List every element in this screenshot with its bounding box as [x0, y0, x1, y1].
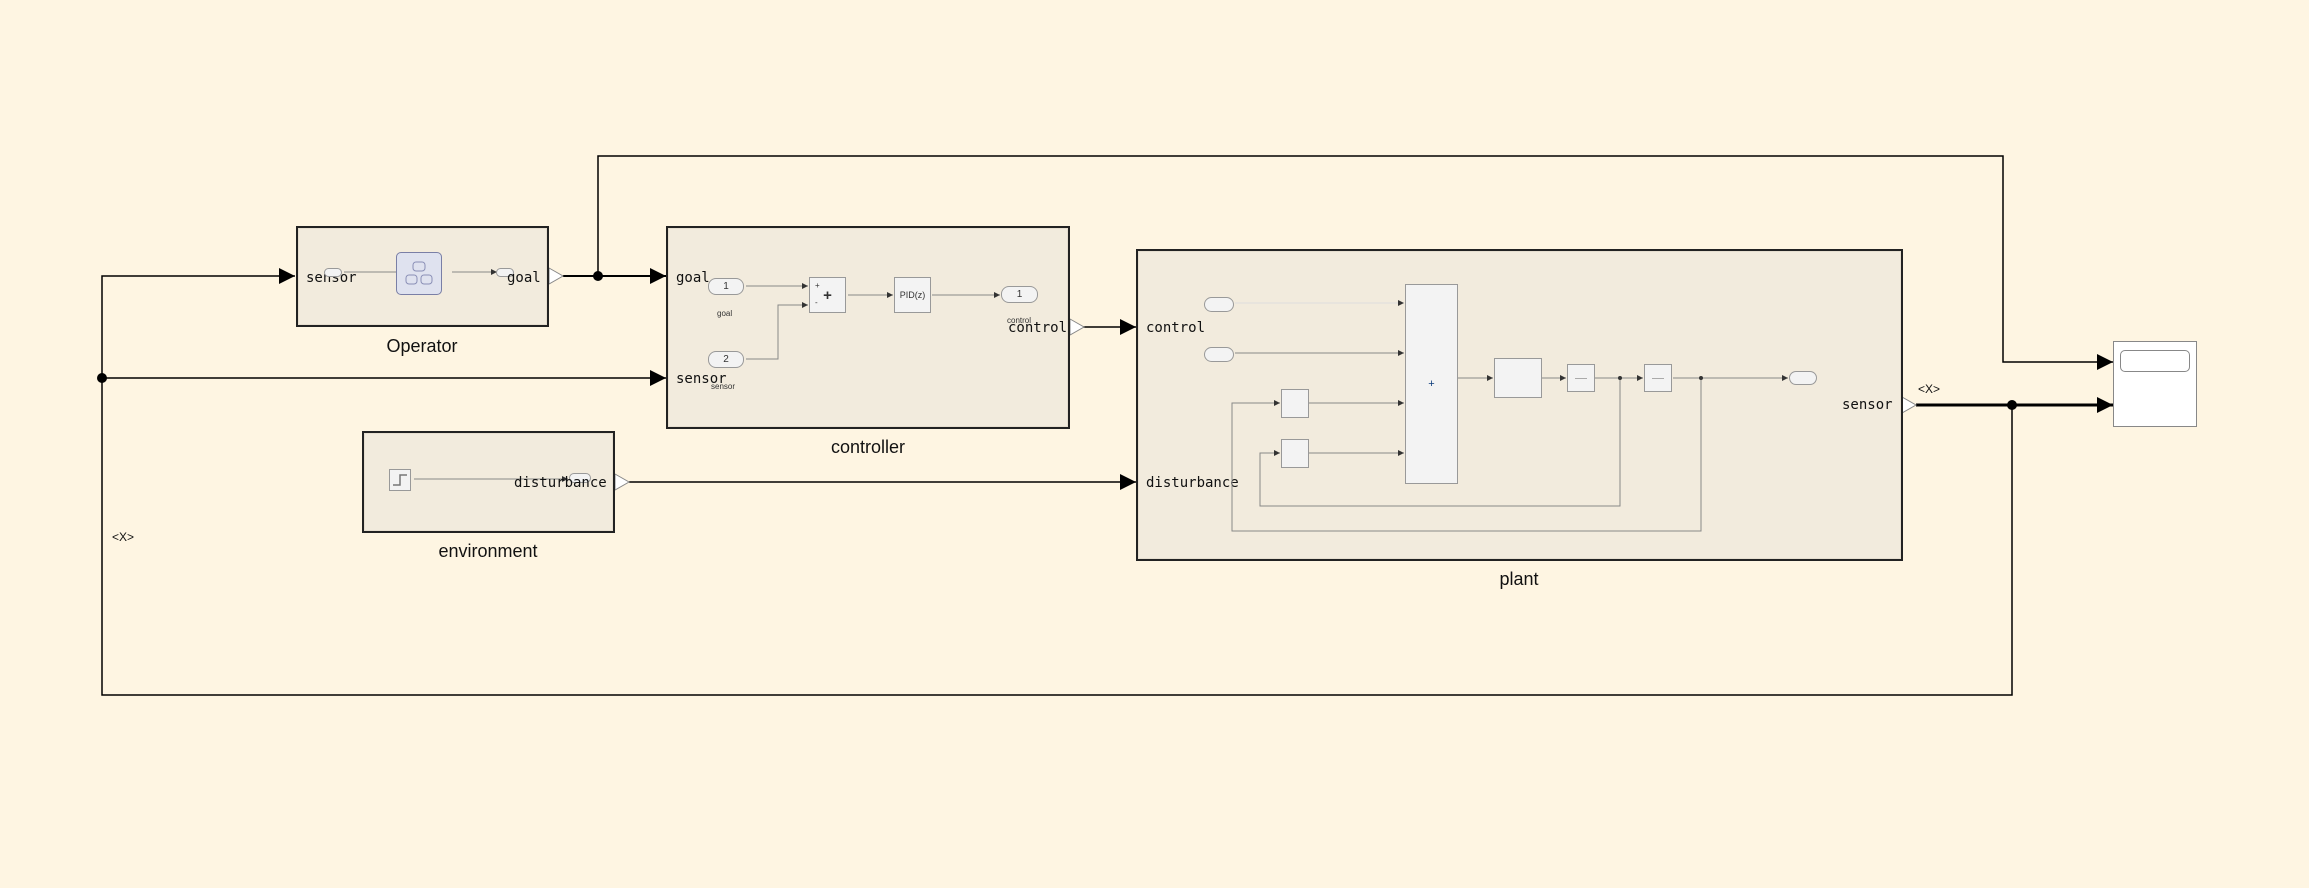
stateflow-chart-icon[interactable]	[396, 252, 442, 295]
branch-point	[97, 373, 107, 383]
operator-subsystem[interactable]: sensor goal	[296, 226, 549, 327]
branch-point	[593, 271, 603, 281]
plant-inport-control-block	[1204, 297, 1234, 312]
plant-subsystem[interactable]: control disturbance sensor +	[1136, 249, 1903, 561]
controller-subsystem[interactable]: goal 1 goal sensor 2 sensor + + - PID(z)…	[666, 226, 1070, 429]
control-signal-label: control	[1007, 316, 1032, 325]
step-icon	[393, 474, 407, 486]
sum-block[interactable]: + + -	[809, 277, 846, 313]
integrator-block-2[interactable]	[1644, 364, 1672, 392]
feedback-signal-label: <X>	[112, 530, 135, 544]
environment-outport-block	[569, 473, 591, 483]
controller-outport-block[interactable]: 1	[1001, 286, 1038, 303]
gain-block-2[interactable]	[1281, 439, 1309, 468]
plant-dynamics-block[interactable]	[1494, 358, 1542, 398]
scope-screen-icon	[2120, 350, 2190, 372]
integrator-block-1[interactable]	[1567, 364, 1595, 392]
gain-block-1[interactable]	[1281, 389, 1309, 418]
environment-inner-wire	[414, 476, 568, 482]
integrator-icon	[1652, 377, 1664, 379]
controller-inport-sensor-block[interactable]: 2	[708, 351, 744, 368]
plant-inport-disturbance-label: disturbance	[1146, 475, 1239, 491]
plant-outport-label: sensor	[1842, 397, 1893, 413]
environment-name: environment	[438, 541, 538, 561]
plant-sum-block[interactable]: +	[1405, 284, 1458, 484]
pid-controller-block[interactable]: PID(z)	[894, 277, 931, 313]
controller-inport-goal-block[interactable]: 1	[708, 278, 744, 295]
plant-name: plant	[1499, 569, 1539, 589]
plant-inner-wires	[1231, 300, 1788, 532]
chart-states-icon	[405, 261, 433, 285]
operator-name: Operator	[386, 336, 458, 356]
controller-outport-icon	[1069, 318, 1086, 336]
operator-inport-block	[324, 268, 342, 277]
scope-block[interactable]	[2113, 341, 2197, 427]
step-block[interactable]	[389, 469, 411, 491]
controller-outport-label: control	[1008, 320, 1068, 336]
goal-signal-label: goal	[717, 309, 733, 318]
operator-outport-block	[496, 268, 514, 277]
wire-goal-to-scope[interactable]	[597, 155, 2113, 370]
operator-outport-label: goal	[507, 270, 541, 286]
environment-outport-icon	[614, 473, 631, 491]
controller-inport-goal-label: goal	[676, 270, 710, 286]
environment-outport-label: disturbance	[514, 475, 607, 491]
sensor-signal-label: sensor	[711, 382, 736, 391]
operator-inport-label: sensor	[306, 270, 357, 286]
plant-inport-control-label: control	[1146, 320, 1206, 336]
operator-outport-icon	[548, 267, 565, 285]
environment-subsystem[interactable]: disturbance	[362, 431, 615, 533]
controller-name: controller	[830, 437, 906, 457]
controller-inport-sensor-label: sensor	[676, 371, 727, 387]
plant-goto-block	[1789, 371, 1817, 385]
controller-inner-wires	[746, 283, 1000, 360]
integrator-icon	[1575, 377, 1587, 379]
plant-inport-disturbance-block	[1204, 347, 1234, 362]
wire-feedback[interactable]	[101, 268, 2013, 696]
plant-output-signal-label: <X>	[1918, 382, 1941, 396]
